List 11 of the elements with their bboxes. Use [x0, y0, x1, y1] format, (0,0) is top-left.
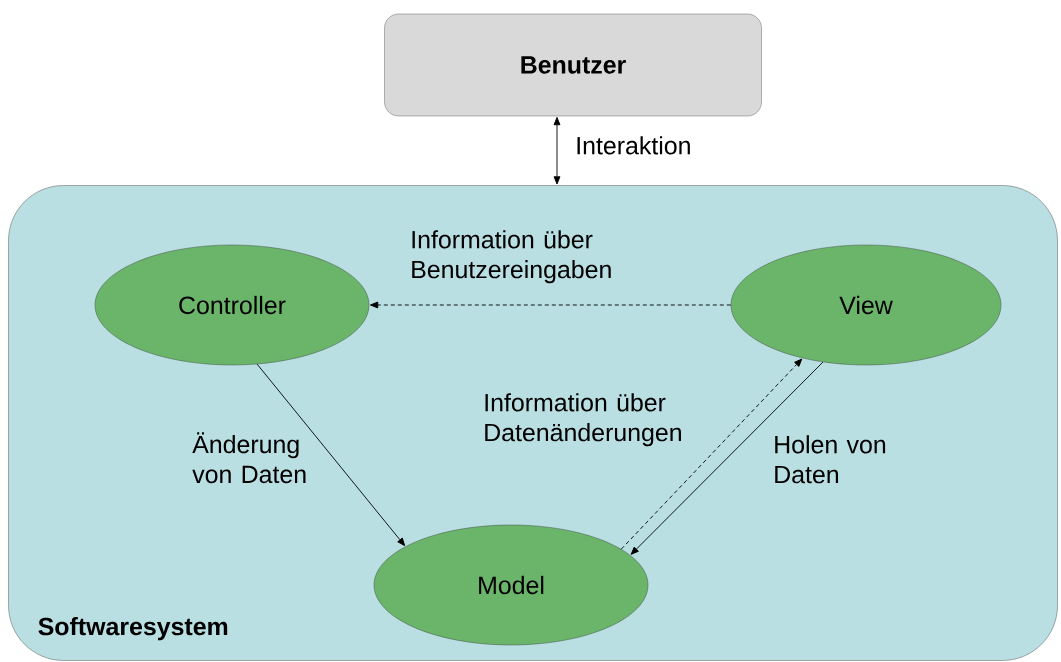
edge-label: Änderung von Daten [192, 432, 306, 484]
arrow [370, 301, 732, 309]
arrow [630, 361, 824, 555]
edge-label: Interaktion [577, 136, 690, 155]
arrow [256, 363, 406, 547]
edge-label: Information über Datenänderungen [485, 393, 681, 447]
arrow [553, 117, 561, 185]
edge-label: Information über Benutzereingaben [412, 230, 611, 284]
arrow [620, 358, 803, 550]
edge-label: Holen von Daten [775, 435, 886, 484]
user-box: Benutzer [384, 13, 762, 117]
